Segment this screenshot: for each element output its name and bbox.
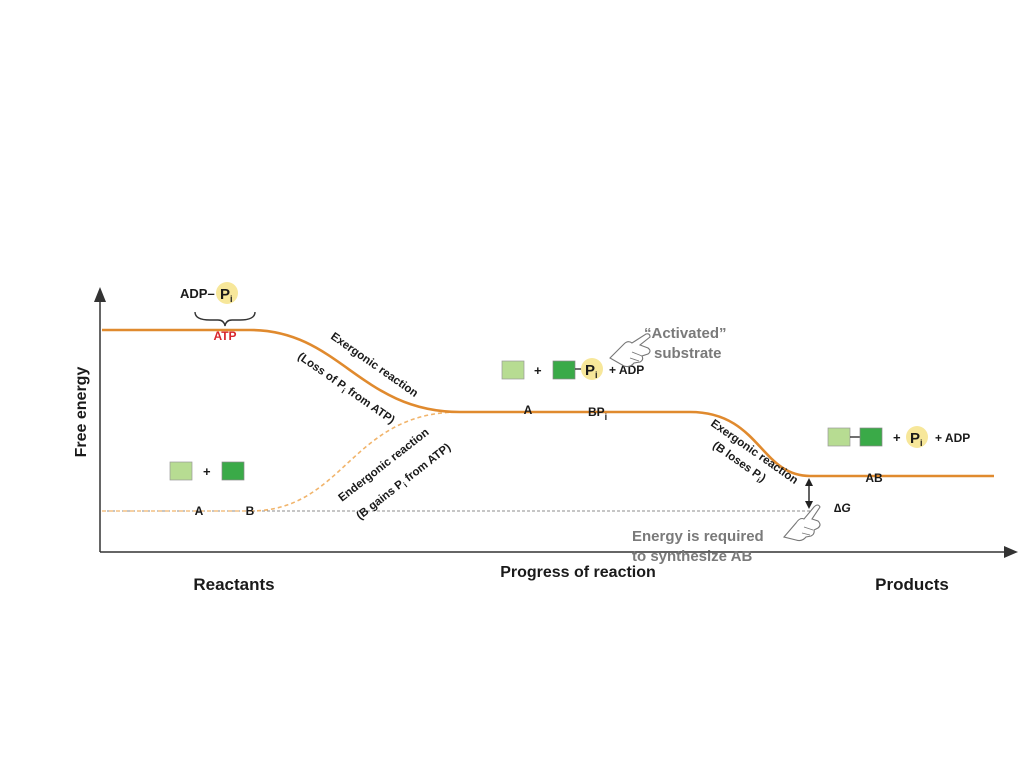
pi-subscript-atp: i	[230, 294, 233, 304]
energy-note-line1: Energy is required	[632, 528, 764, 545]
reactant-a-label: A	[195, 504, 204, 518]
molecule-b-block	[221, 461, 245, 481]
middle-plus: +	[534, 363, 542, 378]
middle-a-label: A	[524, 403, 533, 417]
pi-label-atp: P	[220, 286, 230, 303]
endergonic-line2-sub: i	[402, 481, 409, 489]
endergonic-curve	[249, 411, 461, 512]
exergonic-2-line2-sub: i	[755, 476, 762, 485]
atp-brace	[194, 311, 256, 327]
pi-label-products: P	[910, 430, 920, 447]
pi-subscript-middle: i	[595, 370, 598, 380]
delta-g-g: G	[841, 501, 850, 515]
pi-circle-middle	[581, 358, 603, 380]
middle-bp-label: BP	[588, 405, 605, 419]
exergonic-1-line2-pre: (Loss of P	[295, 351, 348, 393]
pi-subscript-products: i	[920, 438, 923, 448]
pointing-hand-icon-2	[783, 504, 821, 542]
y-axis-label: Free energy	[73, 367, 90, 458]
adp-label: ADP–	[180, 286, 215, 301]
atp-label: ATP	[213, 329, 236, 343]
middle-bp-sub: i	[605, 412, 608, 422]
product-molecule-b-block	[859, 427, 883, 447]
reactants-label: Reactants	[193, 575, 274, 594]
activated-line2: substrate	[654, 345, 722, 362]
products-label: Products	[875, 575, 949, 594]
middle-molecule-b-block	[552, 360, 576, 380]
activated-line1: “Activated”	[644, 325, 727, 342]
svg-text:∆G: ∆G	[834, 501, 851, 515]
middle-molecule-a-block	[501, 360, 525, 380]
pi-circle-products	[906, 426, 928, 448]
pi-label-middle: P	[585, 362, 595, 379]
delta-g-arrow-bottom	[805, 501, 813, 509]
products-plus: +	[893, 430, 901, 445]
free-energy-curve	[102, 328, 994, 478]
reactants-plus: +	[203, 464, 211, 479]
middle-adp-label: + ADP	[609, 363, 644, 377]
reactant-b-label: B	[246, 504, 255, 518]
x-axis-arrowhead	[1004, 546, 1018, 558]
product-molecule-a-block	[827, 427, 851, 447]
delta-g-arrow-top	[805, 478, 813, 486]
exergonic-1-line2-post: from ATP)	[343, 384, 397, 427]
svg-text:BPi: BPi	[588, 405, 607, 422]
pi-circle-atp	[216, 282, 238, 304]
delta-g-delta: ∆	[834, 501, 842, 515]
product-ab-label: AB	[865, 471, 883, 485]
y-axis-arrowhead	[94, 287, 106, 302]
molecule-a-block	[169, 461, 193, 481]
x-axis-label: Progress of reaction	[500, 564, 656, 581]
energy-note-line2: to synthesize AB	[632, 548, 752, 565]
exergonic-2-line2-post: )	[758, 473, 768, 485]
pointing-hand-icon	[609, 333, 651, 368]
products-adp-label: + ADP	[935, 431, 970, 445]
exergonic-1-line2-sub: i	[340, 387, 347, 396]
